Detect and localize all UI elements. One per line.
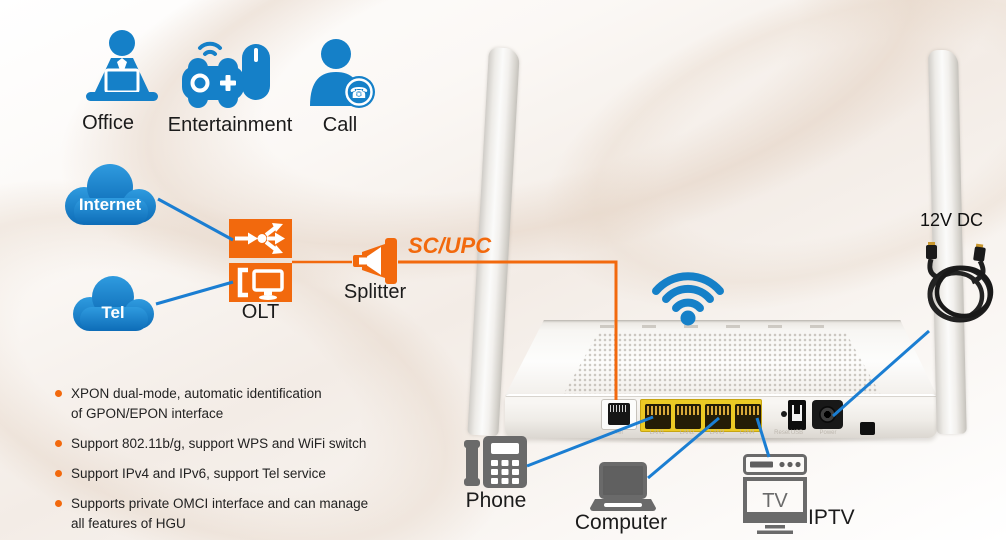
phone-label: Phone	[465, 489, 527, 512]
aux-jack	[860, 422, 875, 435]
laptop-icon	[590, 462, 656, 511]
lan-pins	[677, 406, 699, 415]
feature-bullet	[55, 440, 62, 447]
tel-port-pins	[610, 405, 628, 412]
line-internet-to-olt	[157, 197, 234, 242]
feature-text: Support 802.11b/g, support WPS and WiFi …	[71, 434, 366, 454]
usb-port	[788, 400, 806, 430]
port-label-usb: USB	[790, 430, 804, 436]
power-jack	[812, 400, 843, 429]
line-tel-to-olt	[155, 280, 234, 306]
caller-icon: ☎	[310, 39, 375, 108]
lan-pins	[647, 406, 669, 415]
lan-port-block	[640, 399, 762, 432]
vent-pattern	[563, 333, 881, 395]
office-label: Office	[82, 112, 134, 134]
feature-item: XPON dual-mode, automatic identification…	[55, 384, 425, 424]
feature-bullet	[55, 500, 62, 507]
phone-icon	[464, 436, 527, 488]
tel-cloud-label: Tel	[101, 303, 124, 322]
olt-label: OLT	[241, 301, 280, 323]
feature-line: all features of HGU	[71, 516, 186, 531]
lan-port-4	[735, 404, 761, 429]
feature-line: Support 802.11b/g, support WPS and WiFi …	[71, 436, 367, 451]
usb-tongue	[794, 405, 800, 414]
lan-port-1	[645, 404, 671, 429]
port-label-tel: Tel	[615, 430, 623, 436]
feature-line: XPON dual-mode, automatic identification	[71, 386, 322, 401]
svg-text:TV: TV	[762, 490, 788, 512]
call-label: Call	[322, 114, 358, 136]
settop-box-icon	[743, 454, 807, 475]
olt-switch-box	[229, 219, 292, 258]
feature-item: Supports private OMCI interface and can …	[55, 494, 425, 534]
fiber-type-label: SC/UPC	[408, 233, 492, 258]
lan-pins	[707, 406, 729, 415]
router-top-surface	[505, 320, 937, 396]
computer-label: Computer	[574, 511, 668, 534]
svg-text:☎: ☎	[350, 84, 369, 102]
office-person-icon	[86, 30, 158, 101]
power-cable-icon	[926, 242, 994, 323]
feature-line: Supports private OMCI interface and can …	[71, 496, 369, 511]
feature-text: Support IPv4 and IPv6, support Tel servi…	[71, 464, 326, 484]
power-voltage-label: 12V DC	[920, 210, 984, 230]
tv-icon: TV	[743, 477, 807, 534]
iptv-label: IPTV	[808, 506, 855, 529]
port-label-lan1: LAN1	[649, 430, 665, 436]
port-label-lan2: LAN2	[679, 430, 695, 436]
feature-list: XPON dual-mode, automatic identification…	[55, 384, 425, 534]
lan-port-2	[675, 404, 701, 429]
lan-pins	[737, 406, 759, 415]
olt-switch-icon	[235, 223, 285, 254]
feature-text: XPON dual-mode, automatic identification…	[71, 384, 322, 424]
gamepad-mouse-icon	[182, 41, 270, 108]
entertainment-label: Entertainment	[167, 114, 293, 136]
splitter-horn-icon	[353, 238, 397, 284]
feature-bullet	[55, 390, 62, 397]
lan-port-3	[705, 404, 731, 429]
internet-label: Internet	[79, 195, 142, 214]
feature-item: Support IPv4 and IPv6, support Tel servi…	[55, 464, 425, 484]
usb-inner	[792, 405, 802, 421]
olt-terminal-icon	[237, 267, 284, 300]
port-label-lan3: LAN3	[709, 430, 725, 436]
feature-line: Support IPv4 and IPv6, support Tel servi…	[71, 466, 326, 481]
splitter-label: Splitter	[343, 281, 407, 303]
olt-terminal-box	[229, 263, 292, 302]
feature-text: Supports private OMCI interface and can …	[71, 494, 368, 534]
reset-hole	[781, 411, 787, 417]
tel-cloud: Tel	[73, 276, 154, 331]
feature-line: of GPON/EPON interface	[71, 406, 224, 421]
feature-item: Support 802.11b/g, support WPS and WiFi …	[55, 434, 425, 454]
port-label-lan4: LAN4	[739, 430, 755, 436]
feature-bullet	[55, 470, 62, 477]
internet-cloud: Internet	[65, 164, 156, 225]
power-jack-ring	[819, 406, 836, 423]
router-rear-panel: Tel LAN1 LAN2 LAN3 LAN4 Reset USB Power	[505, 394, 937, 438]
wifi-icon	[652, 272, 724, 326]
port-label-power: Power	[819, 430, 837, 436]
tel-port	[608, 403, 630, 425]
